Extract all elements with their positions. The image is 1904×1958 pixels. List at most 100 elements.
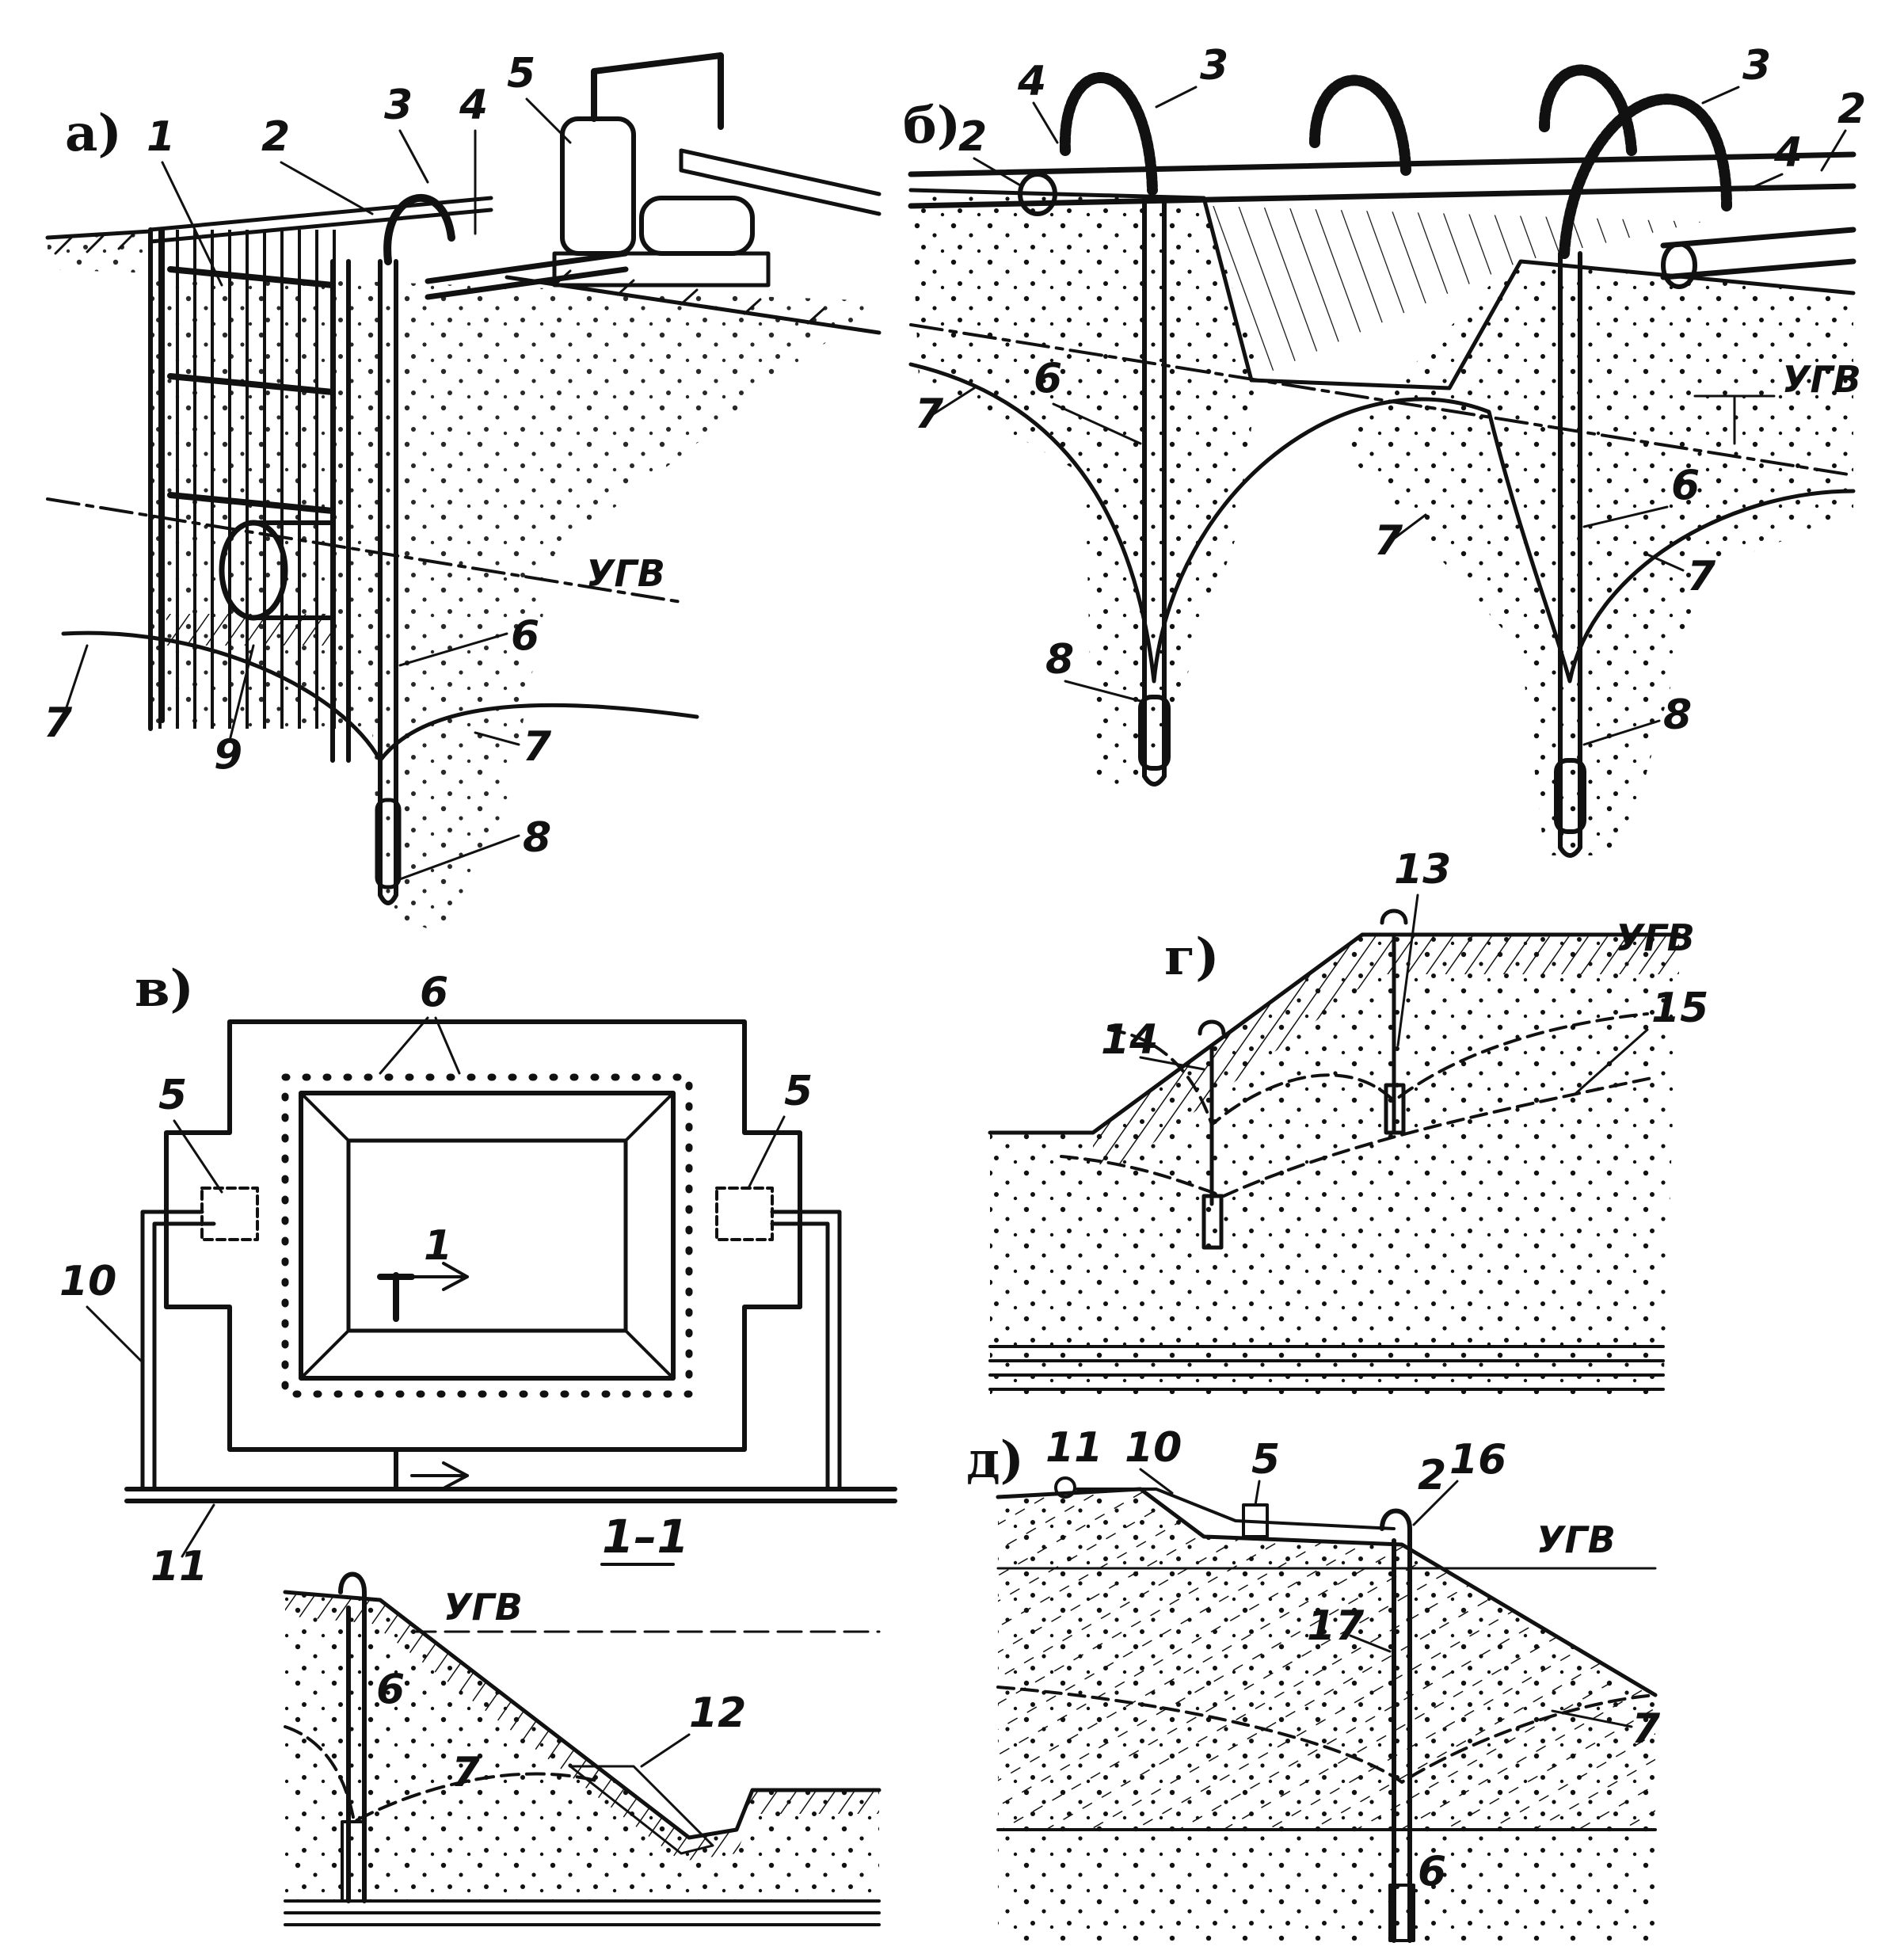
panel-v-pump-right — [715, 1187, 774, 1241]
panel-a-pump-body — [560, 116, 636, 256]
panel-v-inner-frame — [346, 1138, 628, 1333]
panel-a-strut-1 — [167, 266, 336, 288]
panel-b-ugv-label: УГВ — [1782, 358, 1861, 401]
callout-6: 6 — [1418, 1848, 1446, 1895]
callout-14: 14 — [1101, 1016, 1158, 1064]
panel-a-discharge-trough — [679, 148, 882, 216]
section-ugv-label: УГВ — [444, 1586, 523, 1628]
callout-6: 6 — [511, 612, 539, 660]
callout-3-right: 3 — [1742, 42, 1771, 90]
callout-7-left: 7 — [44, 699, 73, 747]
section-1-1: 1–1 УГВ 6 7 12 — [283, 1510, 882, 1926]
panel-b-filter-1 — [1138, 695, 1171, 771]
callout-5: 5 — [507, 50, 535, 97]
panel-b-excavation-outline — [908, 188, 1856, 390]
panel-a-discharge-pipe — [591, 52, 724, 130]
panel-a-callouts: 1 2 3 4 5 6 7 7 8 9 — [44, 50, 572, 881]
callout-4-left: 4 — [1017, 58, 1046, 105]
panel-g-ground-line — [988, 932, 1681, 1135]
callout-11: 11 — [1045, 1424, 1102, 1472]
panel-b-hose-3 — [1539, 64, 1637, 156]
panel-b-hose-2 — [1309, 74, 1411, 176]
section-filter — [341, 1820, 366, 1903]
panel-b-callouts: 2 2 3 3 4 4 6 6 7 7 7 8 8 — [915, 42, 1866, 746]
panel-g-bedrock-lines — [988, 1345, 1665, 1391]
panel-b-soil-left — [911, 190, 1259, 784]
panel-b-groundwater-level — [909, 323, 1855, 477]
panel-v-wellpoint-row — [281, 1073, 693, 1398]
section-callout-12: 12 — [689, 1689, 746, 1737]
panel-b-header-end-right — [1661, 242, 1697, 289]
section-soil — [285, 1592, 879, 1901]
callout-8-left: 8 — [1045, 636, 1074, 684]
panel-g-soil — [990, 935, 1679, 1394]
section-drain-layer — [569, 1765, 714, 1855]
callout-6-right: 6 — [1671, 462, 1700, 509]
section-bedrock-lines — [284, 1899, 881, 1926]
callout-13: 13 — [1394, 846, 1451, 893]
panel-b-ugv-marker — [1693, 394, 1776, 445]
panel-g-depression-curve — [1107, 1012, 1649, 1126]
panel-g-filter-14 — [1201, 1194, 1224, 1250]
callout-3: 3 — [384, 82, 413, 129]
panel-v-callouts: 5 5 6 10 11 — [59, 969, 813, 1590]
panel-b-hose-1 — [1059, 72, 1158, 196]
panel-a-wellpoint — [378, 259, 398, 905]
callout-4: 4 — [459, 82, 488, 129]
callout-10: 10 — [59, 1258, 116, 1305]
panel-d-ground-line — [996, 1487, 1658, 1697]
panel-b-hose-4 — [1559, 93, 1732, 259]
panel-d-depression-curve — [996, 1686, 1657, 1784]
section-callout-6: 6 — [376, 1666, 405, 1713]
panel-g: г) УГВ 13 14 15 — [988, 846, 1708, 1394]
panel-v-section-arrow — [410, 1262, 469, 1291]
panel-d-clay-layer — [998, 1489, 1655, 1830]
callout-7: 7 — [1632, 1705, 1661, 1753]
panel-d: д) УГВ 2 5 6 7 10 11 16 17 — [966, 1424, 1661, 1943]
panel-b: б) УГВ 2 2 3 3 4 4 — [903, 42, 1866, 858]
panel-g-filter-13 — [1384, 1083, 1406, 1135]
panel-d-label: д) — [966, 1430, 1024, 1490]
panel-g-callouts: 13 14 15 — [1101, 846, 1708, 1095]
section-depression-curve — [284, 1725, 604, 1823]
panel-b-label: б) — [903, 96, 961, 155]
panel-d-wellpoint — [1380, 1508, 1412, 1943]
panel-b-wellpoint-1 — [1142, 196, 1167, 787]
panel-a-gravel-bed — [166, 614, 337, 646]
panel-a-wellpoint-hose — [383, 193, 455, 265]
panel-d-filter — [1388, 1884, 1415, 1942]
panel-v-main-collector — [124, 1447, 897, 1503]
callout-9: 9 — [214, 731, 242, 779]
panel-v-pump-left — [200, 1187, 259, 1241]
callout-7-left: 7 — [915, 390, 944, 438]
panel-b-header-end-left — [1018, 172, 1057, 216]
panel-v-section-arrow-bottom — [410, 1461, 469, 1490]
panel-a-strut-3 — [167, 492, 336, 514]
callout-6: 6 — [420, 969, 448, 1016]
section-slope-hatch — [285, 1592, 879, 1861]
callout-3-left: 3 — [1200, 42, 1228, 90]
panel-v-section-number: 1 — [424, 1222, 452, 1270]
callout-2-right: 2 — [1837, 86, 1866, 133]
callout-6-left: 6 — [1034, 355, 1062, 402]
callout-5: 5 — [1251, 1436, 1280, 1484]
panel-a-groundwater-level — [46, 497, 683, 604]
panel-d-callouts: 2 5 6 7 10 11 16 17 — [1045, 1424, 1661, 1895]
callout-10: 10 — [1125, 1424, 1182, 1472]
panel-b-depression-curves — [908, 362, 1856, 684]
panel-v-section-mark — [377, 1272, 415, 1322]
section-callouts: 6 7 12 — [376, 1666, 746, 1796]
callout-8-right: 8 — [1663, 691, 1692, 739]
panel-a-depression-curve — [61, 630, 699, 763]
panel-a-label: а) — [65, 104, 122, 163]
callout-17: 17 — [1307, 1602, 1365, 1650]
callout-16: 16 — [1449, 1436, 1506, 1484]
panel-d-collector-11 — [1054, 1476, 1076, 1499]
panel-v: в) 1 5 5 6 10 11 — [59, 959, 897, 1590]
panel-d-hose — [1076, 1488, 1396, 1530]
callout-15: 15 — [1651, 985, 1708, 1032]
panel-a-ugv-label: УГВ — [586, 552, 665, 595]
panel-v-label: в) — [135, 959, 194, 1019]
panel-b-filter-2 — [1554, 758, 1586, 834]
